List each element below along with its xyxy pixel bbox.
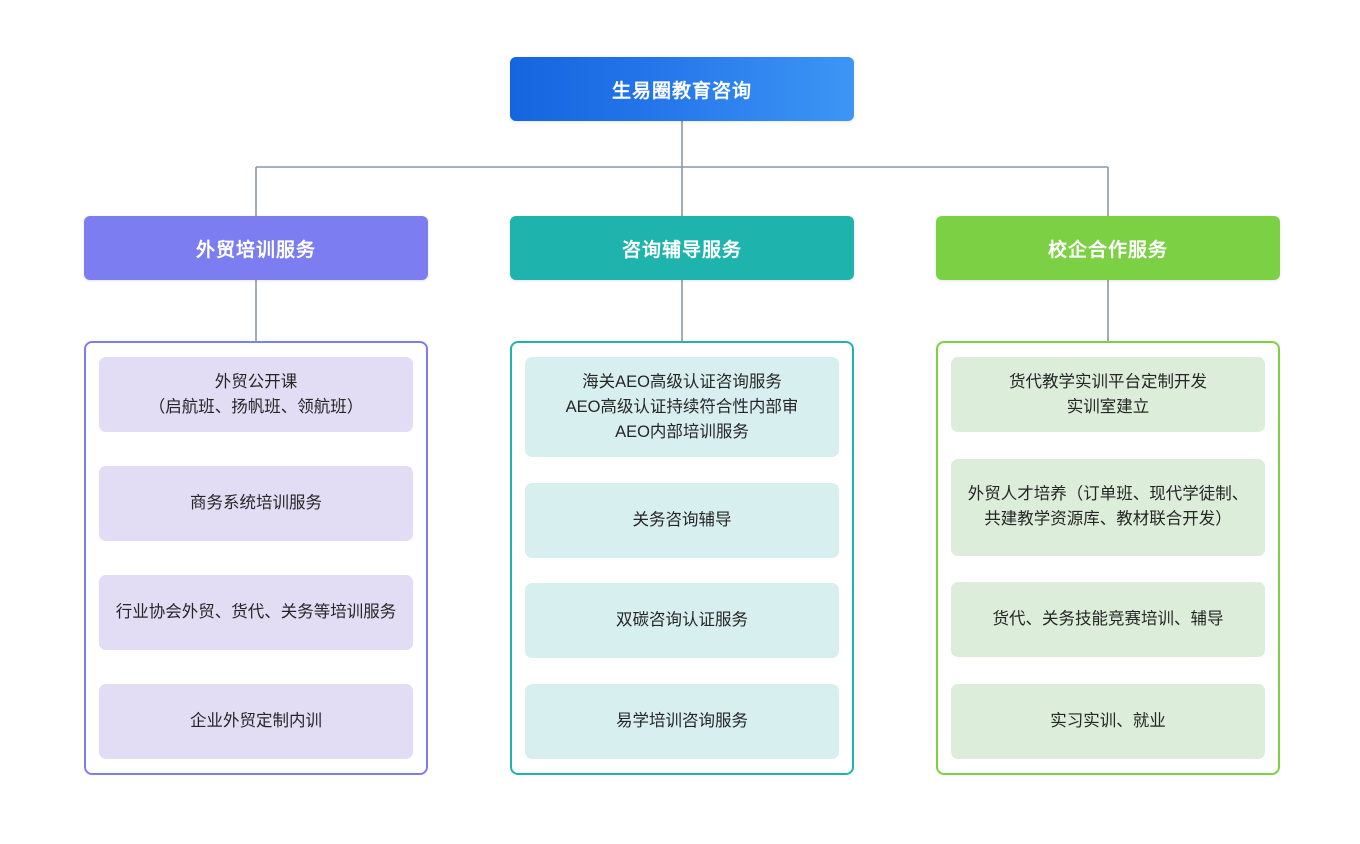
list-item[interactable]: 货代、关务技能竞赛培训、辅导 bbox=[951, 582, 1265, 658]
category-header-school-enterprise[interactable]: 校企合作服务 bbox=[936, 216, 1280, 280]
list-item[interactable]: 行业协会外贸、货代、关务等培训服务 bbox=[99, 575, 413, 650]
items-panel-consulting: 海关AEO高级认证咨询服务 AEO高级认证持续符合性内部审 AEO内部培训服务 … bbox=[510, 341, 854, 775]
list-item[interactable]: 商务系统培训服务 bbox=[99, 466, 413, 541]
root-node[interactable]: 生易圈教育咨询 bbox=[510, 57, 854, 121]
branch-column-consulting: 咨询辅导服务 海关AEO高级认证咨询服务 AEO高级认证持续符合性内部审 AEO… bbox=[510, 216, 854, 775]
list-item[interactable]: 海关AEO高级认证咨询服务 AEO高级认证持续符合性内部审 AEO内部培训服务 bbox=[525, 357, 839, 457]
list-item[interactable]: 外贸人才培养（订单班、现代学徒制、共建教学资源库、教材联合开发） bbox=[951, 458, 1265, 556]
branch-column-school-enterprise: 校企合作服务 货代教学实训平台定制开发 实训室建立 外贸人才培养（订单班、现代学… bbox=[936, 216, 1280, 775]
category-header-training[interactable]: 外贸培训服务 bbox=[84, 216, 428, 280]
list-item[interactable]: 外贸公开课 （启航班、扬帆班、领航班） bbox=[99, 357, 413, 432]
branch-column-training: 外贸培训服务 外贸公开课 （启航班、扬帆班、领航班） 商务系统培训服务 行业协会… bbox=[84, 216, 428, 775]
category-header-consulting[interactable]: 咨询辅导服务 bbox=[510, 216, 854, 280]
list-item[interactable]: 双碳咨询认证服务 bbox=[525, 583, 839, 659]
items-panel-training: 外贸公开课 （启航班、扬帆班、领航班） 商务系统培训服务 行业协会外贸、货代、关… bbox=[84, 341, 428, 775]
list-item[interactable]: 实习实训、就业 bbox=[951, 683, 1265, 759]
list-item[interactable]: 企业外贸定制内训 bbox=[99, 684, 413, 759]
items-panel-school-enterprise: 货代教学实训平台定制开发 实训室建立 外贸人才培养（订单班、现代学徒制、共建教学… bbox=[936, 341, 1280, 775]
list-item[interactable]: 货代教学实训平台定制开发 实训室建立 bbox=[951, 357, 1265, 432]
list-item[interactable]: 易学培训咨询服务 bbox=[525, 683, 839, 759]
list-item[interactable]: 关务咨询辅导 bbox=[525, 482, 839, 558]
